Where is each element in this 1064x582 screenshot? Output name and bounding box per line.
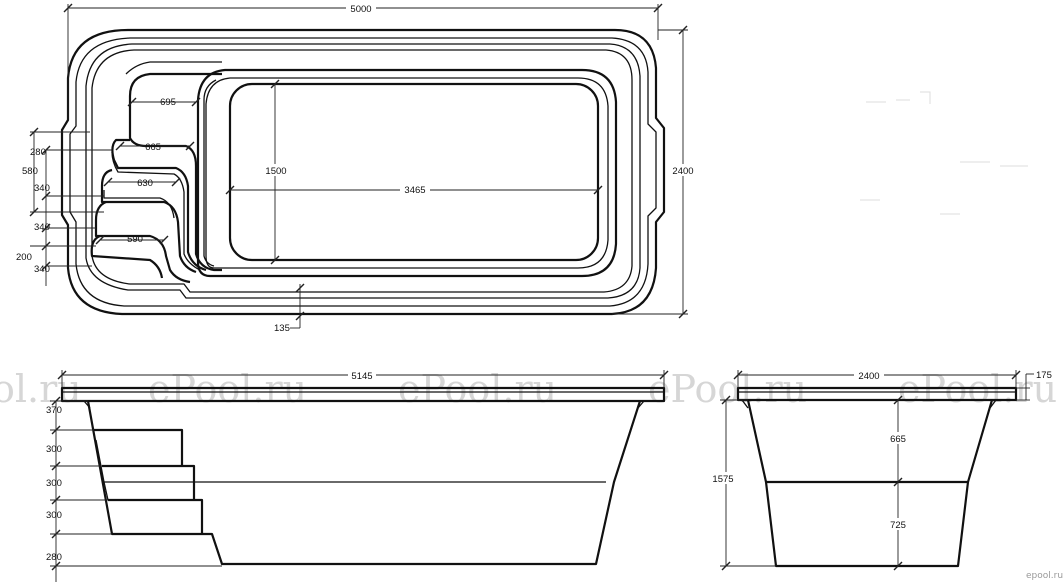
dim-300-a: 300	[46, 444, 62, 455]
dim-665-cross: 665	[890, 434, 906, 445]
long-section: 5145 370 300 300 300 280	[46, 369, 669, 582]
dim-695: 695	[160, 97, 176, 108]
plan-contour-2	[69, 37, 657, 307]
dim-370: 370	[46, 405, 62, 416]
dim-280-plan: 280	[30, 147, 46, 158]
dim-300-b: 300	[46, 478, 62, 489]
epool-logo: epool.ru	[1026, 571, 1063, 581]
dim-630: 630	[137, 178, 153, 189]
plan-step-2b	[111, 151, 201, 271]
dim-340-b: 340	[34, 222, 50, 233]
plan-view: 5000 2400 695 665 630	[16, 2, 1028, 334]
dim-200: 200	[16, 252, 32, 263]
dim-580: 580	[22, 166, 38, 177]
cross-section: 2400 175 1575 665 7	[708, 369, 1052, 571]
dim-665-plan: 665	[145, 142, 161, 153]
plan-contour-4	[91, 49, 633, 293]
cross-rim	[736, 386, 1018, 402]
dim-wall-135: 135	[274, 283, 305, 334]
long-rim	[60, 386, 666, 403]
plan-contour-3	[85, 43, 641, 299]
dim-total-depth: 1575	[708, 395, 776, 571]
plan-inner-area-2	[205, 77, 609, 269]
dim-rim: 175	[1016, 370, 1052, 401]
dim-1575: 1575	[712, 474, 733, 485]
plan-step-1	[128, 72, 222, 272]
dim-175: 175	[1036, 370, 1052, 381]
plan-outer-contour	[60, 28, 666, 316]
dim-inner-length: 3465	[225, 183, 603, 196]
dim-2400-plan: 2400	[672, 166, 693, 177]
plan-step-3b	[103, 190, 175, 219]
plan-step-5	[90, 234, 164, 279]
dim-left-stack: 280 580 340 340 200 340	[16, 127, 112, 286]
dim-3465: 3465	[404, 185, 425, 196]
plan-step-2	[111, 138, 207, 272]
dim-long-length: 5145	[57, 369, 669, 388]
dim-overall-width: 2400	[612, 25, 698, 319]
plan-step-1b	[203, 79, 217, 267]
dim-step-665: 665	[115, 141, 195, 153]
dim-340-a: 340	[34, 183, 50, 194]
plan-steps	[90, 61, 222, 284]
dim-step-590: 590	[95, 234, 169, 245]
plan-pool-floor	[228, 82, 600, 262]
plan-step-4	[94, 200, 191, 284]
dim-long-vertical: 370 300 300 300 280	[46, 396, 222, 582]
dim-280-long: 280	[46, 552, 62, 563]
cross-body	[746, 399, 994, 568]
dim-1500: 1500	[265, 166, 286, 177]
dim-step-695: 695	[127, 97, 201, 108]
ghost-marks	[860, 91, 1028, 215]
long-steps	[94, 428, 204, 534]
plan-step-corner	[125, 61, 222, 75]
dim-135: 135	[274, 323, 290, 334]
plan-inner-area	[196, 68, 618, 278]
dim-step-630: 630	[103, 177, 181, 189]
dim-5000: 5000	[350, 4, 371, 15]
dim-340-c: 340	[34, 264, 50, 275]
plan-step-3	[100, 168, 197, 274]
dim-2400-cross: 2400	[858, 371, 879, 382]
dim-cross-width: 2400	[733, 369, 1021, 388]
dim-inner-width: 1500	[262, 79, 290, 265]
dim-590: 590	[127, 234, 143, 245]
dim-300-c: 300	[46, 510, 62, 521]
dim-725: 725	[890, 520, 906, 531]
dim-5145: 5145	[351, 371, 372, 382]
dim-overall-length: 5000	[63, 2, 663, 120]
dim-inner-depths: 665 725	[884, 395, 912, 571]
